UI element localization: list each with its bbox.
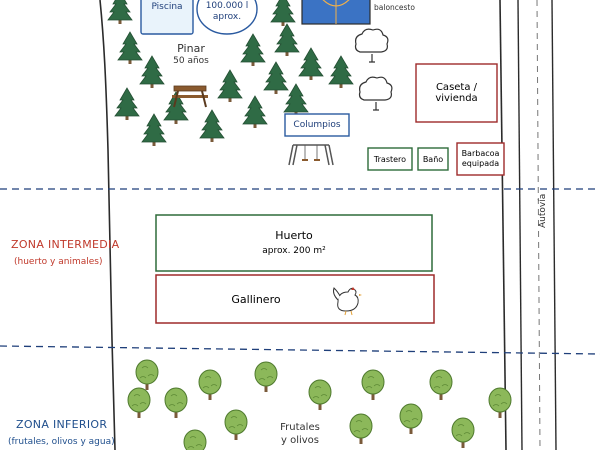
tank-approx: aprox. [212,12,242,23]
henhouse-box [155,274,435,324]
pine-forest-age: 50 años [173,55,209,66]
bbq-label-line1: Barbacoa [461,149,500,159]
pine-forest-title: Pinar [177,42,205,55]
pool-box [140,0,194,35]
property-boundary [99,0,116,450]
swings-box [284,113,350,137]
pine-forest-label: Pinar 50 años [166,42,216,67]
hen-icon [333,287,362,316]
highway-label: Autovía [538,193,548,228]
zone-lower-subtitle: (frutales, olivos y agua) [8,437,115,447]
tank-capacity: 100.000 l [205,1,249,11]
bbq-label-line2: equipada [461,159,500,168]
highway-road [517,0,557,450]
garden-title: Huerto [275,229,313,242]
tank-label: 100.000 l aprox. [199,1,255,24]
house-label: Caseta / vivienda [416,64,497,122]
house-label-line1: Caseta / [435,82,478,93]
garden-box [155,214,433,272]
picnic-table-icon [172,85,208,108]
garden-label: Huerto aprox. 200 m² [156,215,432,271]
orchard-label: Frutales y olivos [262,422,338,447]
bbq-box [456,142,505,176]
storage-label: Trastero [373,154,407,164]
zone-lower-title: ZONA INFERIOR [16,418,108,431]
storage-box [367,147,413,171]
house-box [415,63,498,123]
swings-label: Columpios [293,120,341,130]
court-label: baloncesto [374,3,415,12]
henhouse-label: Gallinero [231,292,281,306]
garden-area: aprox. 200 m² [262,245,326,256]
water-tank [196,0,258,35]
bbq-label: Barbacoa equipada [457,143,504,175]
orchard-label-line2: y olivos [280,434,320,446]
zone-middle-subtitle: (huerto y animales) [14,257,103,267]
swing-set-icon [288,144,334,166]
bath-label: Baño [422,154,444,164]
zone-middle-title: ZONA INTERMEDIA [11,238,120,251]
orchard-label-line1: Frutales [280,422,320,433]
zone-divider-lower [0,345,600,355]
deciduous-tree-icon [354,28,393,111]
house-label-line2: vivienda [435,93,478,104]
bath-box [417,147,449,171]
pool-label: Piscina [151,2,183,12]
property-boundary-right [499,0,507,450]
